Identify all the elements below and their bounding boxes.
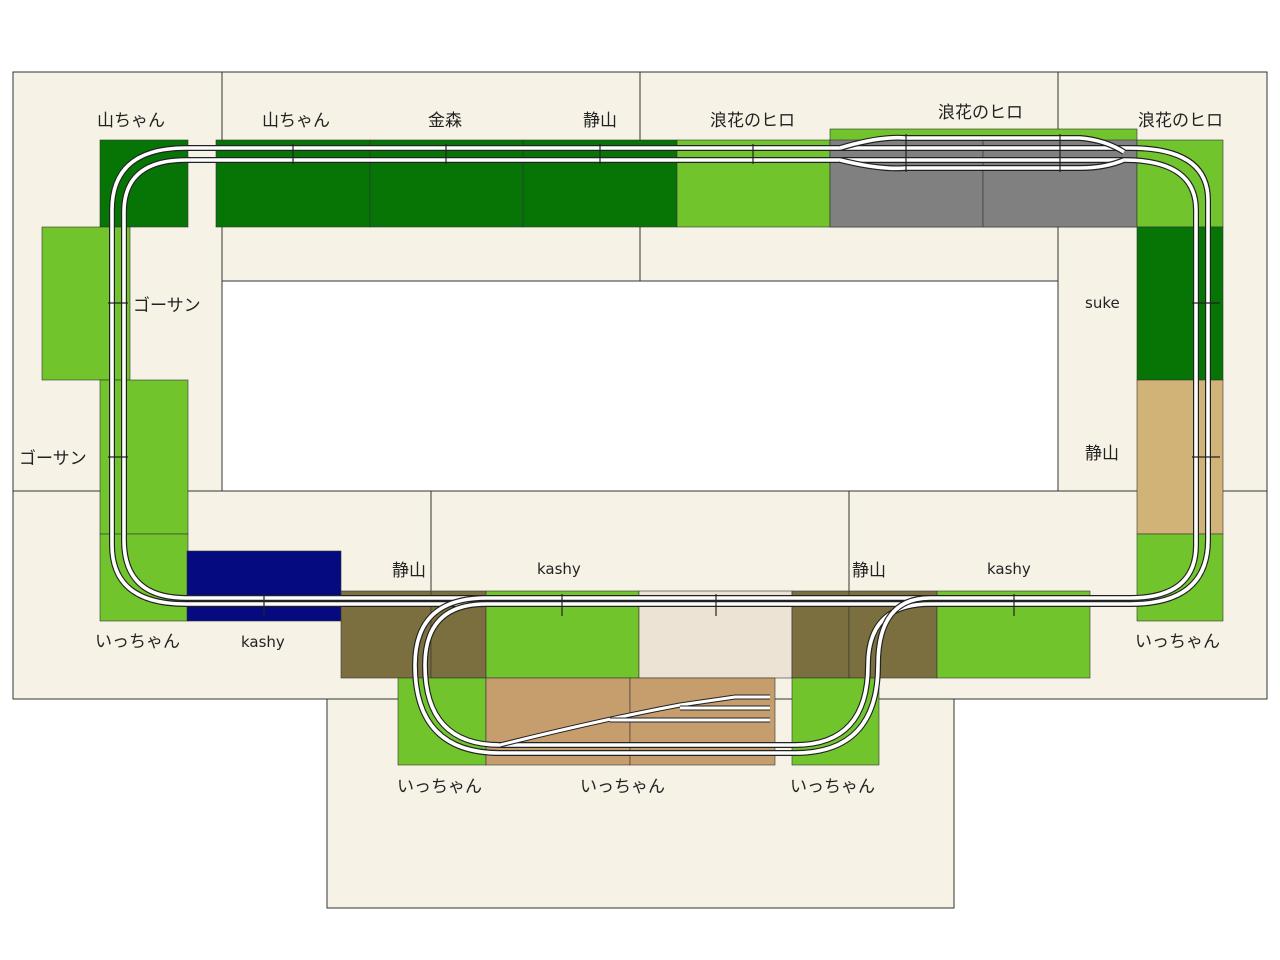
label-gosan-1: ゴーサン [133,295,201,316]
label-yamachan: 山ちゃん [262,111,330,131]
label-kashy-right: kashy [987,560,1031,578]
label-kashy-bl: kashy [241,633,285,651]
label-shizuyama-right: 静山 [1085,444,1119,464]
label-shizuyama-mid2: 静山 [852,561,886,581]
track [108,134,1220,756]
label-kanamori: 金森 [428,111,462,131]
main-loop-outer [109,145,1211,607]
labels: 山ちゃん 山ちゃん 金森 静山 浪花のヒロ 浪花のヒロ 浪花のヒロ ゴーサン ゴ… [19,103,1223,797]
center-open-area [221,280,1059,492]
label-icchan-1: いっちゃん [397,777,482,797]
label-icchan-3: いっちゃん [790,777,875,797]
label-shizuyama-mid: 静山 [392,561,426,581]
label-icchan-br: いっちゃん [1135,632,1220,652]
label-icchan-bl: いっちゃん [95,632,180,652]
label-naniwa-1: 浪花のヒロ [710,111,795,131]
label-suke: suke [1085,294,1120,312]
label-naniwa-corner: 浪花のヒロ [1138,111,1223,131]
label-shizuyama-top: 静山 [583,111,617,131]
label-kashy-mid: kashy [537,560,581,578]
rail-joints [108,134,1220,616]
label-naniwa-2: 浪花のヒロ [938,103,1023,123]
label-gosan-2: ゴーサン [19,448,87,469]
label-yamachan-corner: 山ちゃん [97,111,165,131]
label-icchan-2: いっちゃん [580,777,665,797]
main-loop-inner [121,157,1199,601]
